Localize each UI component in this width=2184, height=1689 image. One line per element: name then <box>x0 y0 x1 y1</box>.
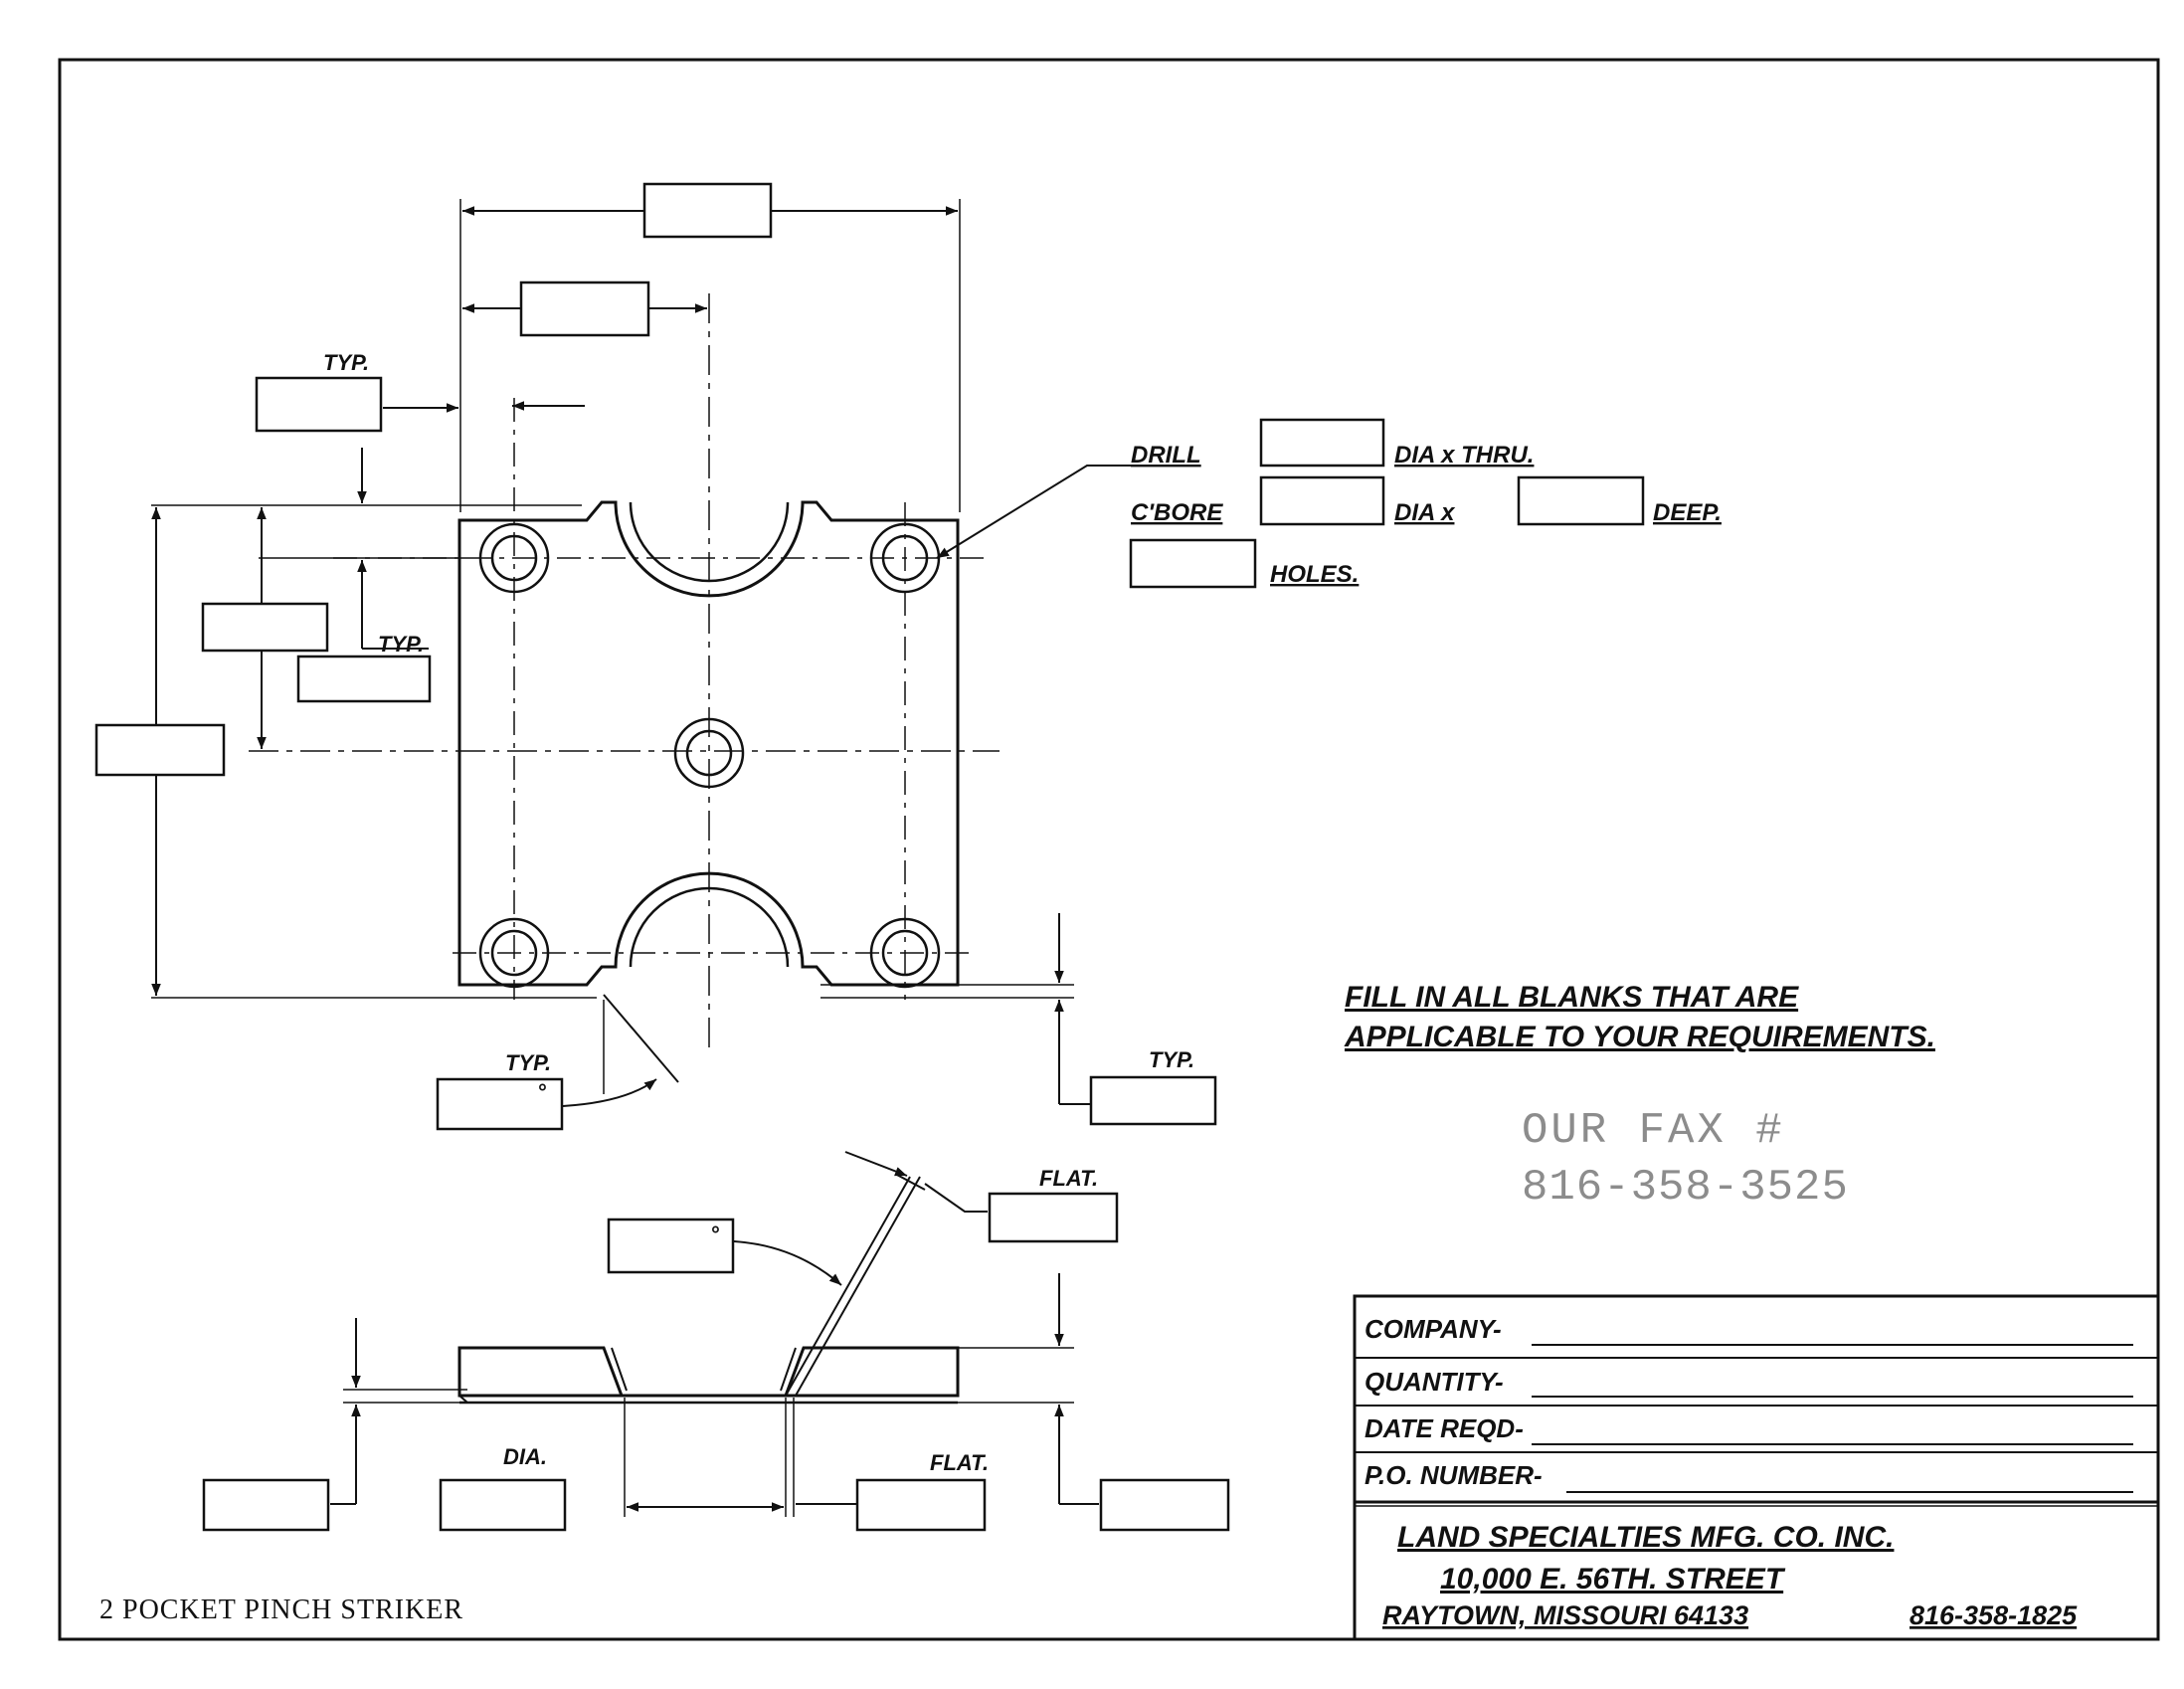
hole-bottom-right <box>869 917 941 989</box>
overall-width-blank[interactable] <box>642 182 773 239</box>
instructions: FILL IN ALL BLANKS THAT ARE APPLICABLE T… <box>1344 981 1935 1053</box>
typ-label-mid: TYP. <box>378 632 424 657</box>
dimension-labels: TYP. TYP. TYP. ° TYP. FLAT. ° DIA. FLAT. <box>323 350 1194 1475</box>
typ-label-right: TYP. <box>1149 1047 1194 1072</box>
thickness-left-blank[interactable] <box>202 1478 330 1532</box>
dia-thru-label: DIA x THRU. <box>1394 442 1534 469</box>
sheet-border <box>58 58 2160 1641</box>
cbore-label: C'BORE <box>1131 499 1223 526</box>
hole-count-blank[interactable] <box>1129 538 1257 589</box>
degree-mark-flat: ° <box>710 1221 719 1246</box>
company-name: LAND SPECIALTIES MFG. CO. INC. <box>1397 1521 1894 1554</box>
flat-indicator-line <box>785 1176 911 1397</box>
hole-center <box>673 717 745 789</box>
drill-dia-blank[interactable] <box>1259 418 1385 468</box>
typ-label-chamfer: TYP. <box>505 1050 551 1075</box>
flat-bottom-blank[interactable] <box>855 1478 987 1532</box>
thickness-right-blank[interactable] <box>1099 1478 1230 1532</box>
fax-stamp-line2: 816-358-3525 <box>1522 1163 1849 1213</box>
cbore-dia-blank[interactable] <box>1259 475 1385 526</box>
flat-label-top: FLAT. <box>1039 1166 1098 1191</box>
chamfer-angle-blank[interactable] <box>436 1077 564 1131</box>
edge-offset-height-blank[interactable] <box>296 655 432 703</box>
side-profile <box>457 1346 960 1398</box>
cbore-depth-blank[interactable] <box>1517 475 1645 526</box>
drawing-title: 2 POCKET PINCH STRIKER <box>99 1595 463 1625</box>
holes-label: HOLES. <box>1270 561 1359 588</box>
company-street: 10,000 E. 56TH. STREET <box>1440 1563 1786 1595</box>
flat-label-bottom: FLAT. <box>930 1450 989 1475</box>
degree-mark-chamfer: ° <box>537 1079 546 1104</box>
drill-label: DRILL <box>1131 442 1201 469</box>
overall-height-blank[interactable] <box>94 723 226 777</box>
company-block: LAND SPECIALTIES MFG. CO. INC. 10,000 E.… <box>1382 1521 2078 1630</box>
dia-label: DIA. <box>503 1444 547 1469</box>
pocket-dia-blank[interactable] <box>439 1478 567 1532</box>
hole-callout-leader <box>936 465 1136 559</box>
instructions-line2: APPLICABLE TO YOUR REQUIREMENTS. <box>1344 1021 1935 1053</box>
hole-top-left <box>478 522 550 594</box>
flat-top-blank[interactable] <box>988 1192 1119 1243</box>
dimension-blanks <box>94 182 1230 1532</box>
cbore-dia-x-label: DIA x <box>1394 499 1456 526</box>
edge-offset-width-blank[interactable] <box>255 376 383 433</box>
date-reqd-label: DATE REQD- <box>1365 1413 1524 1443</box>
hole-bottom-left <box>478 917 550 989</box>
quantity-label: QUANTITY- <box>1365 1367 1504 1397</box>
hole-top-right <box>869 522 941 594</box>
side-view <box>330 1151 1099 1517</box>
po-number-label: P.O. NUMBER- <box>1365 1460 1543 1490</box>
hole-callout: DRILL DIA x THRU. C'BORE DIA x DEEP. HOL… <box>1129 418 1722 589</box>
company-label: COMPANY- <box>1365 1314 1502 1344</box>
typ-label-top: TYP. <box>323 350 369 375</box>
half-height-blank[interactable] <box>201 602 329 653</box>
instructions-line1: FILL IN ALL BLANKS THAT ARE <box>1345 981 1799 1014</box>
fax-stamp-line1: OUR FAX # <box>1522 1106 1785 1156</box>
title-block <box>1353 1294 2160 1641</box>
company-phone: 816-358-1825 <box>1910 1600 2078 1630</box>
chamfer-width-blank[interactable] <box>1089 1075 1217 1126</box>
deep-label: DEEP. <box>1653 499 1722 526</box>
fax-stamp: OUR FAX # 816-358-3525 <box>1522 1106 1849 1213</box>
company-city: RAYTOWN, MISSOURI 64133 <box>1382 1600 1748 1630</box>
order-form: COMPANY- QUANTITY- DATE REQD- P.O. NUMBE… <box>1365 1314 2133 1493</box>
flat-angle-blank[interactable] <box>607 1218 735 1274</box>
half-width-blank[interactable] <box>519 281 650 337</box>
